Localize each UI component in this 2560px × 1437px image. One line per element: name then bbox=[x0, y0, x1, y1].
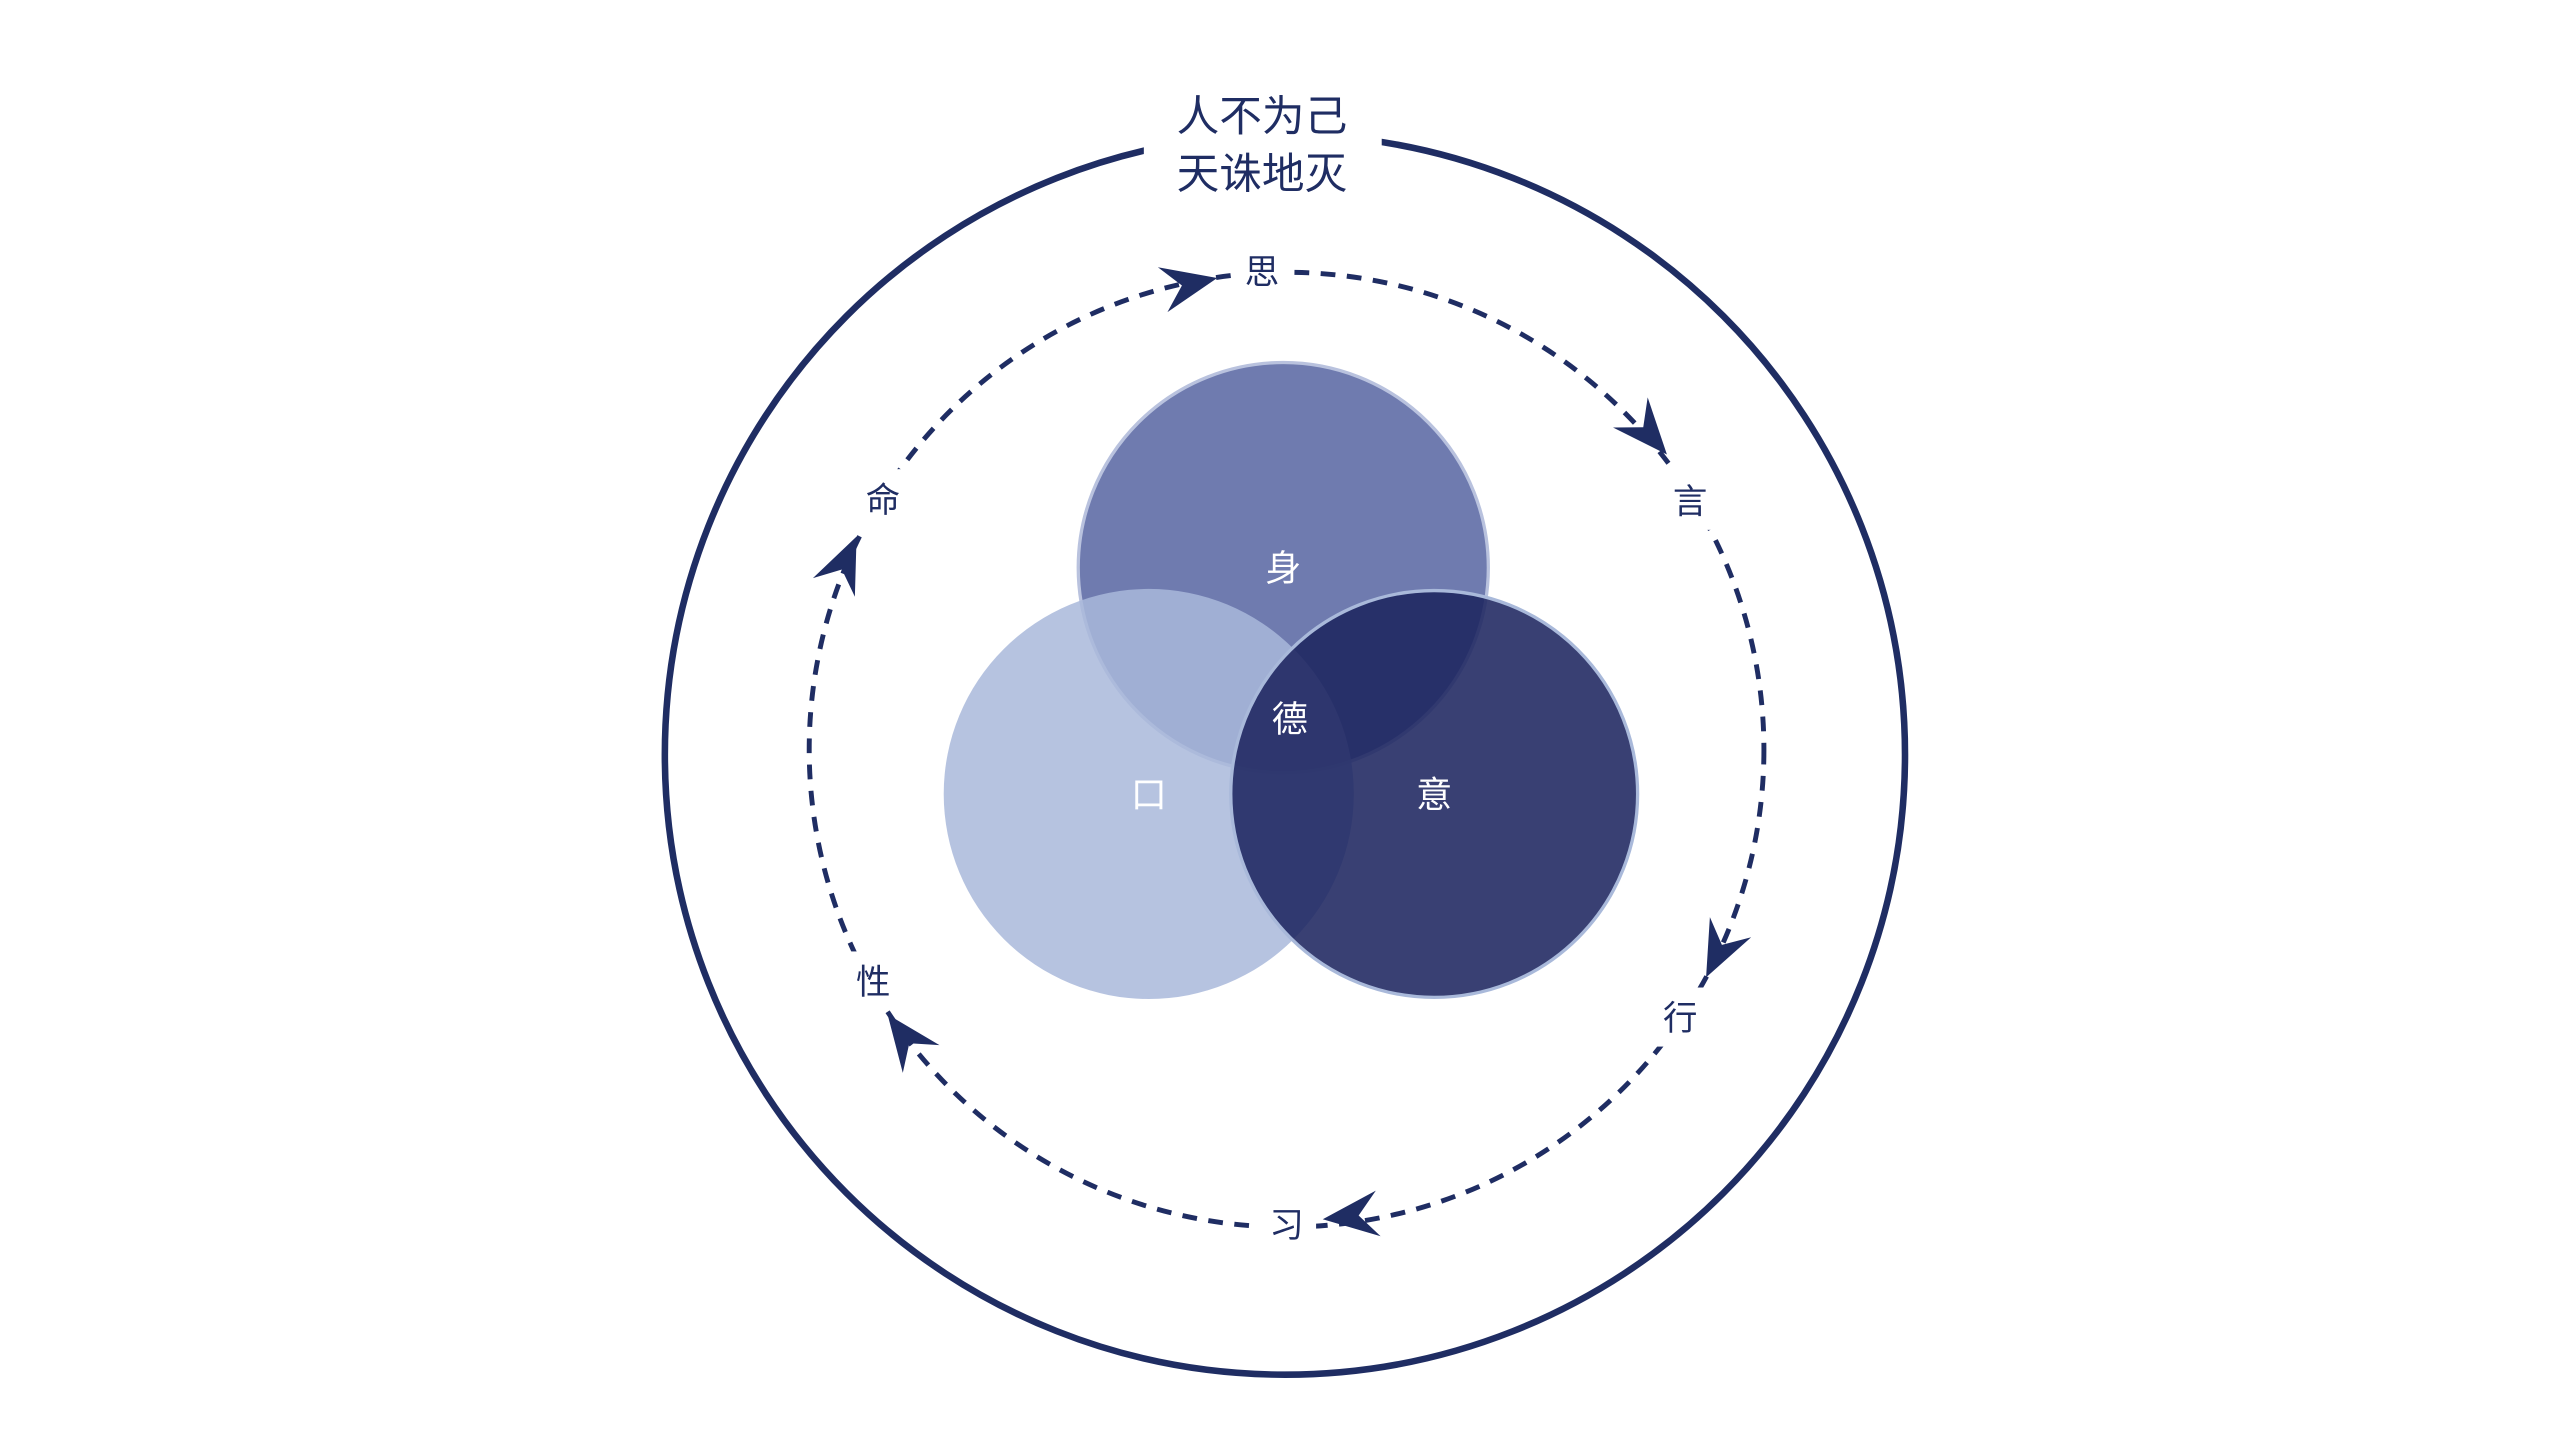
venn-circle-right bbox=[1229, 588, 1640, 1000]
label-gap bbox=[1660, 470, 1720, 530]
title-gap bbox=[1143, 65, 1382, 214]
arrowhead-icon bbox=[1157, 267, 1218, 313]
cycle-dashed-ring bbox=[806, 269, 1767, 1230]
label-gap bbox=[1257, 1194, 1317, 1254]
label-gap bbox=[1650, 987, 1710, 1047]
title-line-2: 天诛地灭 bbox=[1177, 150, 1348, 200]
arrowhead-icon bbox=[1706, 917, 1752, 978]
arrowhead-icon bbox=[812, 536, 857, 597]
arrowhead-icon bbox=[887, 1014, 940, 1073]
arrowhead-icon bbox=[1322, 1190, 1381, 1237]
arrowhead-icon bbox=[1613, 397, 1667, 455]
title-line-1: 人不为己 bbox=[1177, 92, 1348, 142]
label-gap bbox=[843, 951, 903, 1011]
venn-label-left: 口 bbox=[1131, 774, 1167, 816]
venn-circle-left bbox=[943, 588, 1354, 1000]
cycle-label: 思 bbox=[1245, 253, 1279, 293]
venn-label-right: 意 bbox=[1416, 774, 1452, 816]
cycle-label: 命 bbox=[866, 481, 900, 521]
label-gap bbox=[853, 469, 913, 529]
cycle-label: 习 bbox=[1269, 1206, 1303, 1246]
venn-label-center: 德 bbox=[1272, 699, 1308, 741]
cycle-label: 行 bbox=[1663, 999, 1697, 1039]
label-gap bbox=[1232, 241, 1292, 301]
cycle-label: 言 bbox=[1673, 482, 1707, 522]
cycle-label: 性 bbox=[856, 963, 890, 1003]
venn-label-top: 身 bbox=[1265, 548, 1301, 590]
